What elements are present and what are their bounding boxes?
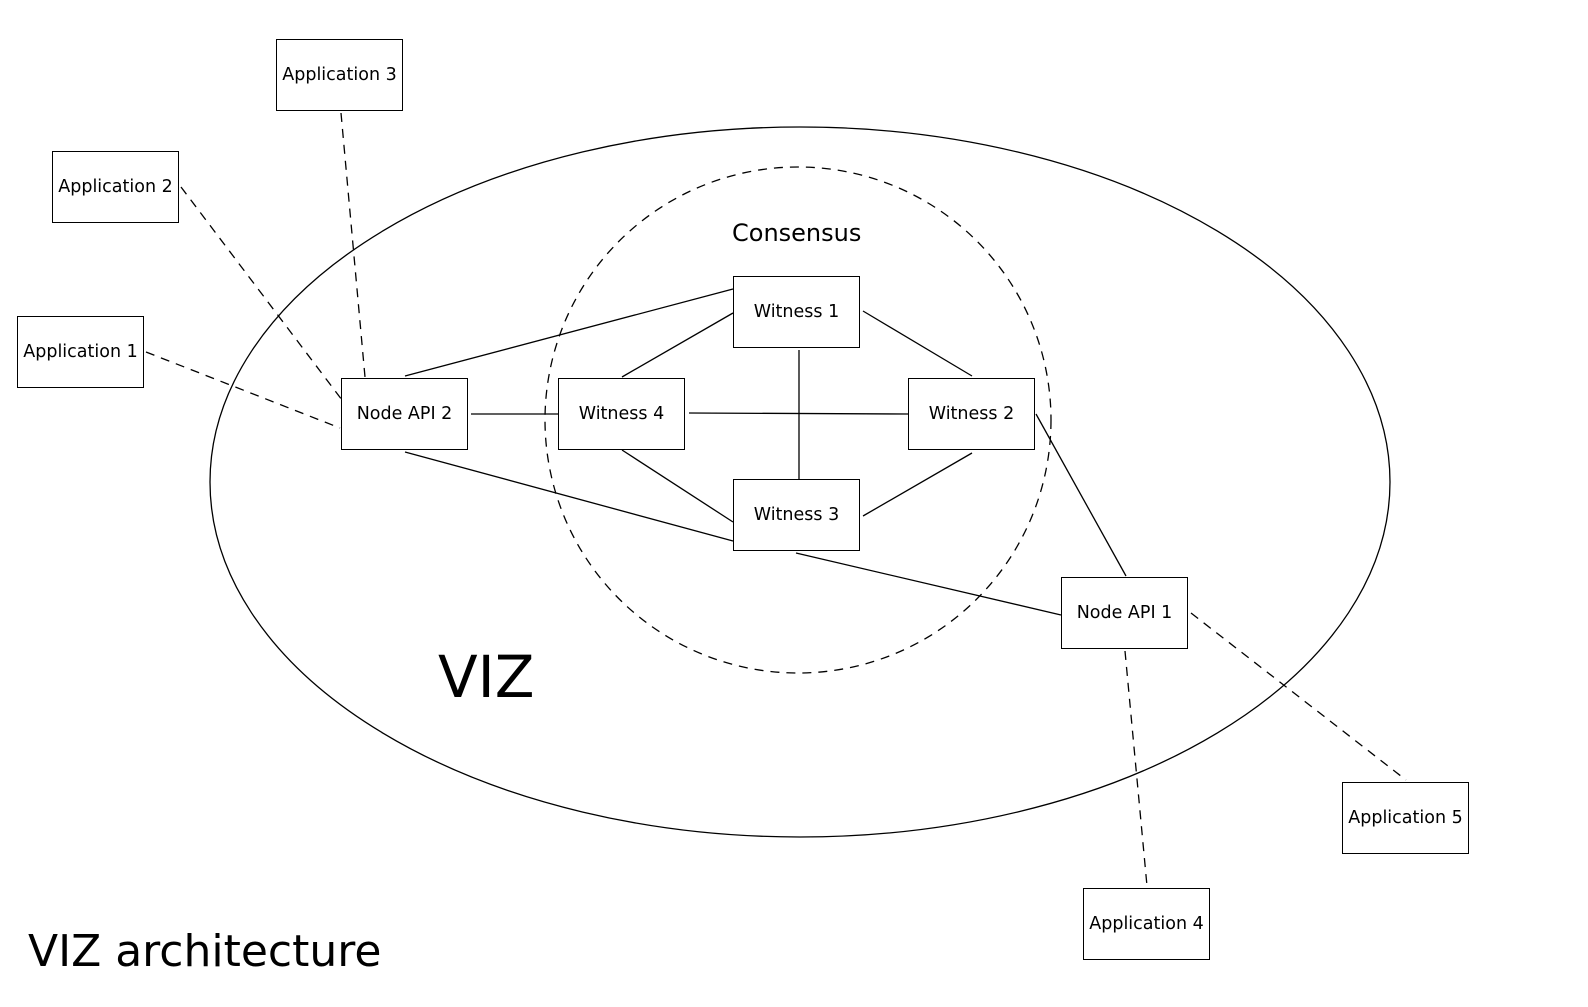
link-witness4-witness3 [621, 449, 734, 523]
link-nodeapi1-application5 [1190, 612, 1407, 781]
link-nodeapi2-witness1 [404, 288, 734, 377]
application-4-box: Application 4 [1083, 888, 1210, 960]
link-witness1-witness4 [621, 312, 734, 378]
link-nodeapi2-witness3 [404, 451, 734, 542]
link-application3-nodeapi2 [340, 112, 366, 378]
node-api-1-box: Node API 1 [1061, 577, 1188, 649]
consensus-circle [544, 166, 1052, 674]
consensus-label: Consensus [732, 219, 862, 247]
viz-network-ellipse [209, 126, 1391, 838]
link-witness2-nodeapi1 [1035, 413, 1127, 577]
viz-network-label: VIZ [438, 643, 535, 711]
link-witness3-nodeapi1 [795, 552, 1062, 616]
link-application1-nodeapi2 [145, 351, 341, 429]
witness-3-box: Witness 3 [733, 479, 860, 551]
diagram-title: VIZ architecture [28, 926, 382, 977]
link-witness4-witness2 [688, 412, 909, 415]
application-5-box: Application 5 [1342, 782, 1469, 854]
application-1-box: Application 1 [17, 316, 144, 388]
witness-1-box: Witness 1 [733, 276, 860, 348]
application-3-box: Application 3 [276, 39, 403, 111]
link-witness1-witness2 [862, 310, 973, 377]
application-2-box: Application 2 [52, 151, 179, 223]
link-witness2-witness3 [862, 452, 973, 517]
witness-4-box: Witness 4 [558, 378, 685, 450]
link-nodeapi1-application4 [1124, 650, 1148, 887]
witness-2-box: Witness 2 [908, 378, 1035, 450]
link-application2-nodeapi2 [180, 186, 343, 401]
node-api-2-box: Node API 2 [341, 378, 468, 450]
